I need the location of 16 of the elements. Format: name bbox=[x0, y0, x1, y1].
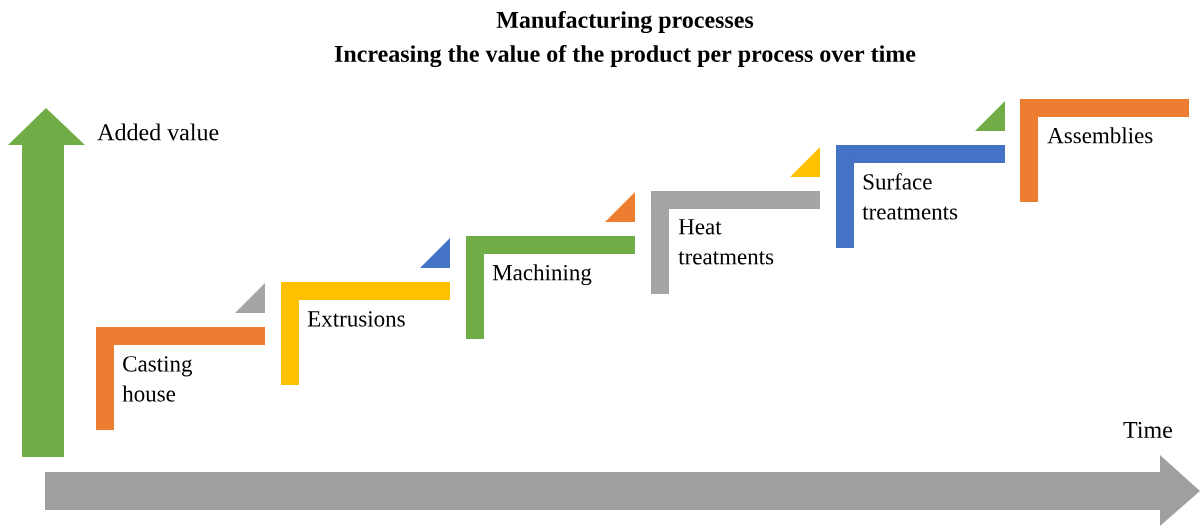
subtitle: Increasing the value of the product per process over time bbox=[334, 44, 916, 68]
step-bracket: Assemblies bbox=[1020, 99, 1189, 202]
step-bracket: Extrusions bbox=[281, 282, 450, 385]
step-bracket: Surface treatments bbox=[836, 145, 1005, 248]
node-label: Assemblies bbox=[1047, 127, 1153, 144]
node-label: Heat treatments bbox=[678, 219, 774, 265]
title: Manufacturing processes bbox=[496, 10, 754, 34]
step-bracket: Machining bbox=[466, 236, 635, 339]
node-label: Extrusions bbox=[307, 311, 405, 327]
step-bracket: Heat treatments bbox=[651, 191, 820, 294]
node-label: Surface treatments bbox=[862, 173, 958, 220]
node-label: Machining bbox=[492, 264, 592, 286]
axis-label: Time bbox=[1123, 421, 1172, 439]
node-label: Casting house bbox=[122, 356, 193, 402]
axis-label: Added value bbox=[97, 123, 219, 141]
step-bracket: Casting house bbox=[96, 327, 265, 430]
